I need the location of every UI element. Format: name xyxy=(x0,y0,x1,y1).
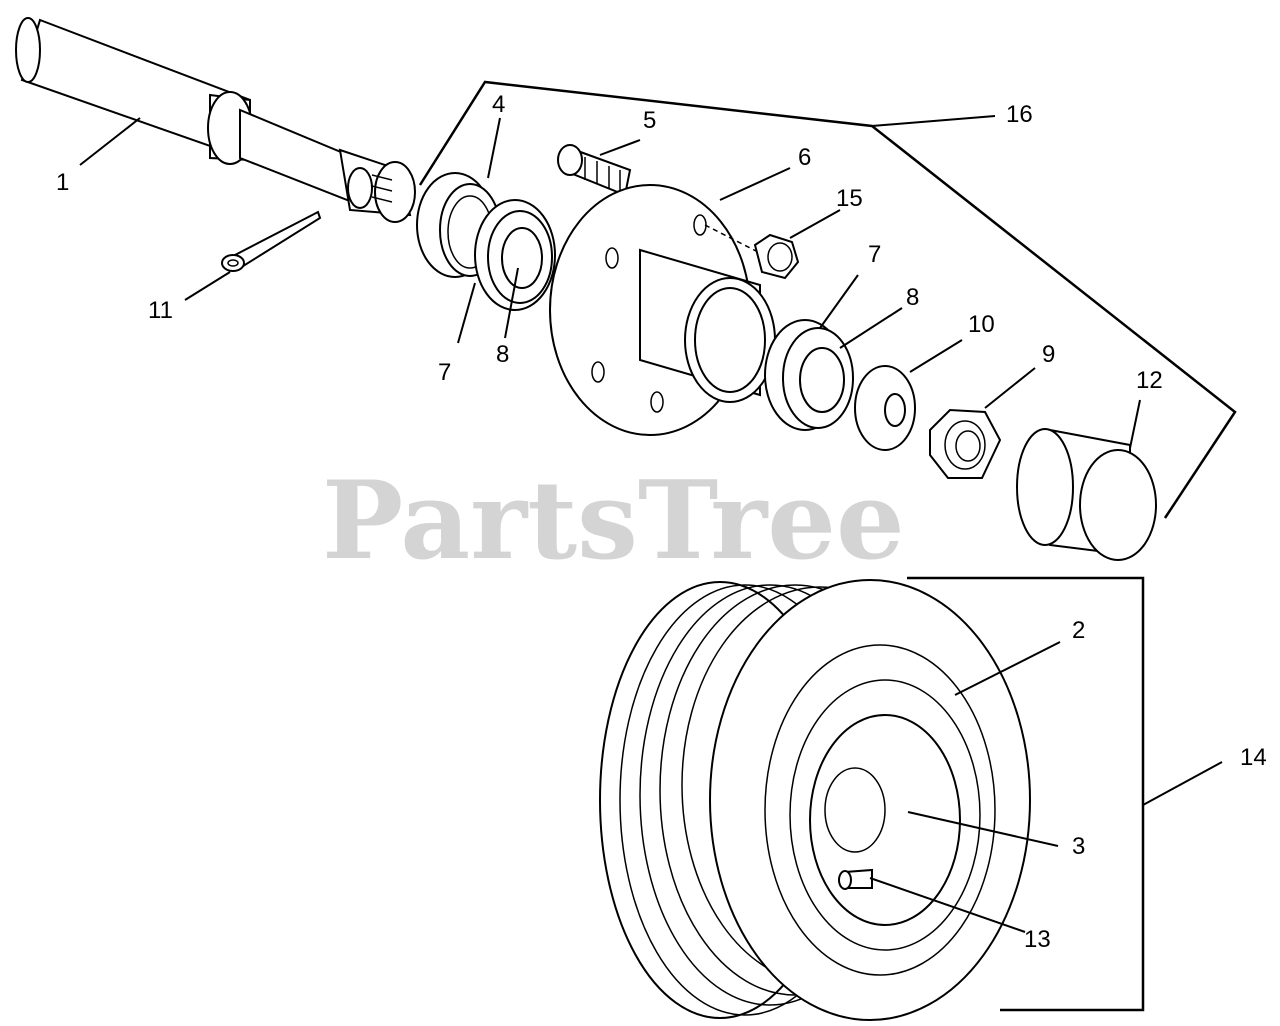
tire-assembly xyxy=(599,579,1031,1021)
watermark: PartsTree xyxy=(322,458,905,584)
label-part-15: 15 xyxy=(836,185,863,212)
part-labels: 1 11 4 5 6 15 16 7 8 7 8 10 9 12 2 14 3 … xyxy=(56,91,1267,953)
label-part-1: 1 xyxy=(56,169,69,196)
cotter-pin xyxy=(221,210,322,272)
dust-cap xyxy=(1016,428,1157,561)
label-part-3: 3 xyxy=(1072,833,1085,860)
label-part-12: 12 xyxy=(1136,367,1163,394)
label-part-8-right: 8 xyxy=(906,284,919,311)
label-part-9: 9 xyxy=(1042,341,1055,368)
hex-nut xyxy=(753,233,800,280)
label-part-4: 4 xyxy=(492,91,505,118)
axle-shaft xyxy=(15,17,416,223)
label-part-7-left: 7 xyxy=(438,359,451,386)
label-part-11: 11 xyxy=(148,297,173,324)
label-part-14: 14 xyxy=(1240,744,1267,771)
bearing-cone-left xyxy=(474,199,556,311)
washer xyxy=(854,365,916,451)
label-part-5: 5 xyxy=(643,107,656,134)
castle-nut xyxy=(929,408,1002,479)
bearing-cone-right xyxy=(764,319,854,431)
leader-lines xyxy=(79,80,1237,1012)
label-part-16: 16 xyxy=(1006,101,1033,128)
label-part-13: 13 xyxy=(1024,926,1051,953)
wheel-hub xyxy=(549,184,776,436)
label-part-6: 6 xyxy=(798,144,811,171)
label-part-8-left: 8 xyxy=(496,341,509,368)
label-part-10: 10 xyxy=(968,311,995,338)
label-part-2: 2 xyxy=(1072,617,1085,644)
label-part-7-right: 7 xyxy=(868,241,881,268)
wheel-bolt xyxy=(557,144,632,197)
